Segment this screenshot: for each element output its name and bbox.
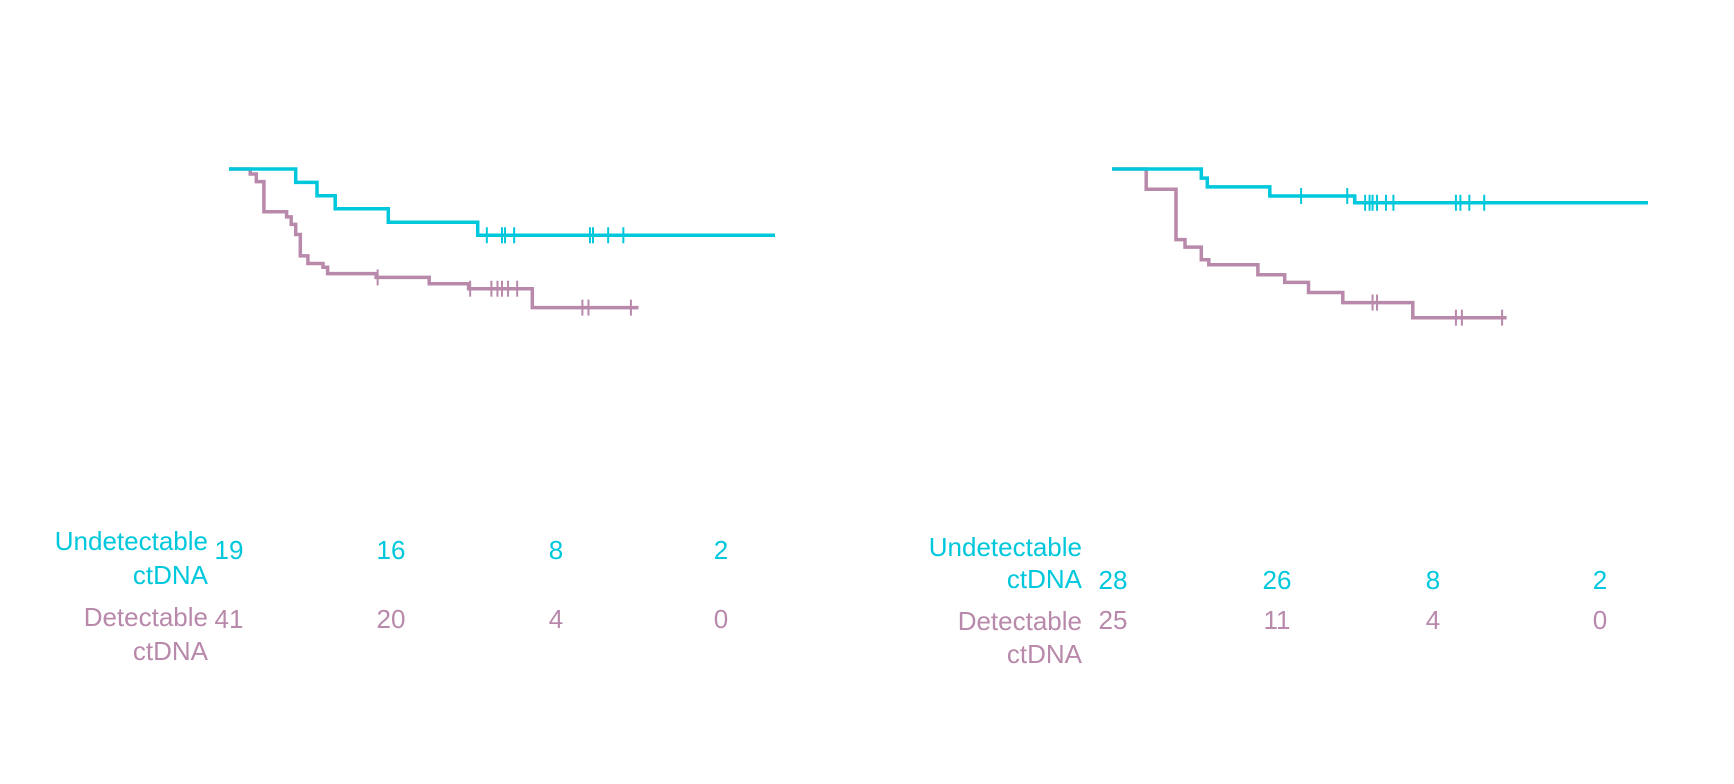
survival-curve-line — [1112, 167, 1648, 205]
risk-label-line2: ctDNA — [133, 560, 209, 590]
risk-label-line2: ctDNA — [1007, 564, 1083, 594]
risk-label-line2: ctDNA — [1007, 639, 1083, 669]
survival-curve-line — [1112, 167, 1507, 320]
series-undetectable — [1112, 167, 1648, 211]
risk-count: 4 — [549, 604, 563, 634]
survival-curve-line — [229, 167, 639, 310]
risk-count: 8 — [1426, 565, 1440, 595]
risk-label-line1: Undetectable — [929, 532, 1082, 562]
risk-count: 2 — [1593, 565, 1607, 595]
risk-count: 41 — [215, 604, 244, 634]
risk-count: 8 — [549, 535, 563, 565]
risk-label-line1: Detectable — [958, 606, 1082, 636]
series-undetectable — [229, 167, 775, 244]
survival-curve-line — [229, 167, 775, 238]
risk-count: 20 — [377, 604, 406, 634]
risk-count: 28 — [1099, 565, 1128, 595]
risk-count: 2 — [714, 535, 728, 565]
risk-label-line1: Undetectable — [55, 526, 208, 556]
risk-count: 25 — [1099, 605, 1128, 635]
risk-count: 0 — [714, 604, 728, 634]
risk-count: 26 — [1263, 565, 1292, 595]
risk-count: 0 — [1593, 605, 1607, 635]
risk-label-line1: Detectable — [84, 602, 208, 632]
risk-count: 4 — [1426, 605, 1440, 635]
risk-count: 11 — [1264, 605, 1291, 635]
risk-count: 16 — [377, 535, 406, 565]
risk-label-line2: ctDNA — [133, 636, 209, 666]
series-detectable — [1112, 167, 1507, 326]
risk-count: 19 — [215, 535, 244, 565]
series-detectable — [229, 167, 639, 316]
